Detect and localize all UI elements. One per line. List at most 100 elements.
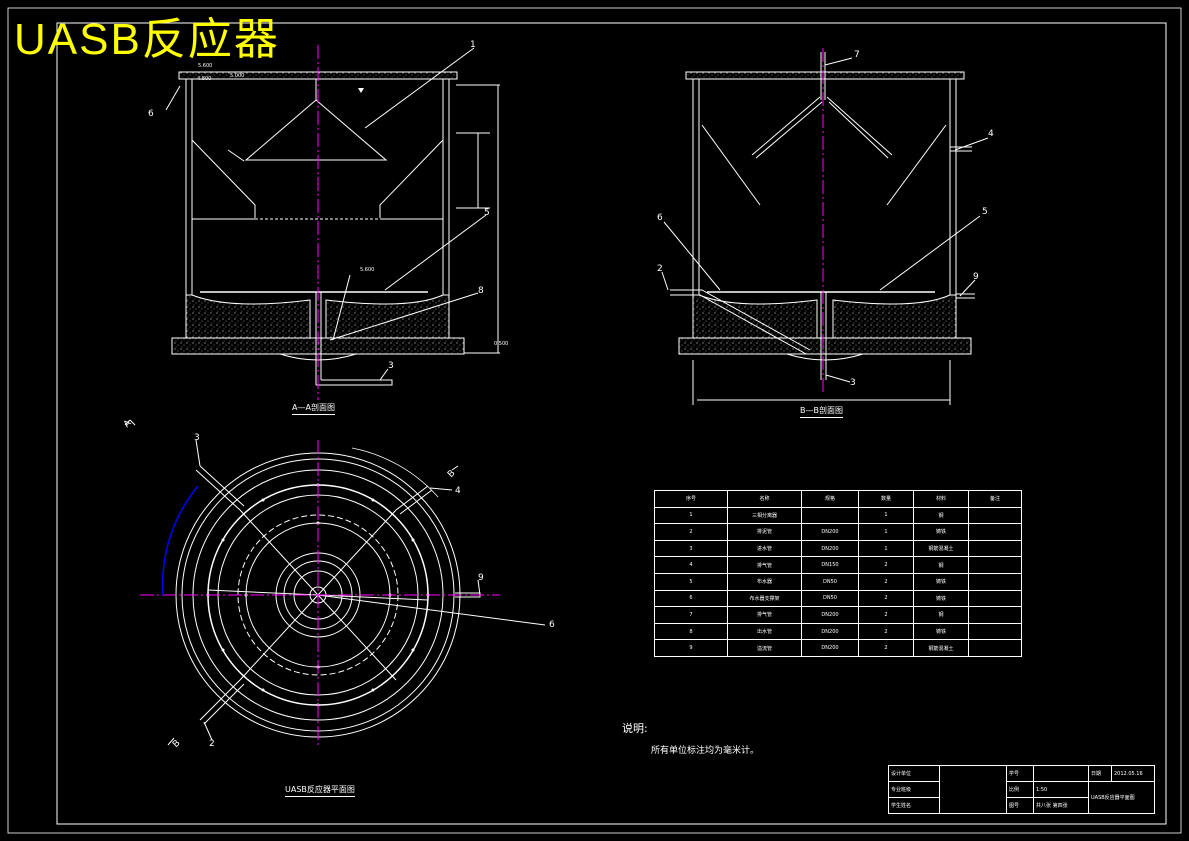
bom-cell: 1 [858, 523, 914, 541]
callout-b-5: 5 [982, 207, 988, 217]
bom-cell [968, 506, 1022, 525]
bom-cell: DN50 [801, 572, 859, 591]
bom-cell: 1 [858, 506, 914, 525]
three-phase-separator [244, 99, 388, 161]
callout-p-9: 9 [478, 573, 484, 583]
caption-section-b: B—B剖面图 [800, 405, 843, 418]
notes-text: 所有单位标注均为毫米计。 [651, 746, 760, 756]
bom-cell: 6 [654, 589, 728, 608]
bom-header-row: 序号 名称 规格 数量 材料 备注 [654, 490, 1022, 508]
plan-angle-dimension [161, 485, 199, 596]
tb-cell: 1:50 [1033, 781, 1089, 798]
bom-cell [968, 639, 1022, 657]
tb-cell: 共八张 第四张 [1033, 797, 1089, 814]
elev-pipe-label: 5.600 [360, 267, 375, 273]
outer-border [7, 7, 1182, 834]
bom-cell: DN50 [801, 589, 859, 608]
title-block-row: 学生姓名 图号 共八张 第四张 [888, 797, 1155, 814]
plan-view [175, 439, 546, 741]
callout-a-6: 6 [148, 109, 154, 119]
elev-water-label: 0.500 [494, 341, 509, 347]
callout-a-3: 3 [388, 361, 394, 371]
callout-a-5: 5 [484, 208, 490, 218]
callout-a-1: 1 [470, 40, 476, 50]
tb-cell: 学号 [1006, 765, 1034, 782]
tb-cell: 比例 [1006, 781, 1034, 798]
elev-a-label: 4.800 [197, 76, 212, 82]
bom-cell: 铸铁 [913, 523, 969, 541]
bom-cell: 4 [654, 556, 728, 574]
callout-b-6: 6 [657, 213, 663, 223]
tb-cell: 日期 [1088, 765, 1112, 782]
caption-section-a: A—A剖面图 [292, 402, 335, 415]
tb-cell: 学生姓名 [888, 797, 940, 814]
bom-cell [968, 589, 1022, 608]
bom-cell [968, 556, 1022, 574]
bom-cell: 钢 [913, 556, 969, 574]
elev-b-label: 5.000 [230, 73, 245, 79]
tb-cell [939, 765, 1007, 814]
bom-cell: 2 [858, 639, 914, 657]
section-a-view [165, 47, 500, 386]
bom-cell: 9 [654, 639, 728, 657]
tb-cell: 2012.05.16 [1111, 765, 1155, 782]
bom-cell: DN150 [801, 556, 859, 574]
callout-b-3: 3 [850, 378, 856, 388]
sludge-pipe [670, 289, 811, 355]
title-block: 设计单位 学号 日期 2012.05.16 专业班级 比例 1:50 UASB反… [888, 765, 1155, 814]
bom-cell: 2 [858, 606, 914, 624]
drawing-title: UASB反应器 [14, 15, 280, 64]
notes-heading: 说明: [622, 722, 648, 735]
bom-cell: 钢 [913, 506, 969, 525]
callout-b-9: 9 [973, 272, 979, 282]
bom-cell: 2 [858, 556, 914, 574]
bom-cell: 铸铁 [913, 572, 969, 591]
bom-cell: 7 [654, 606, 728, 624]
bom-cell: 1 [858, 539, 914, 558]
bom-cell: 3 [654, 539, 728, 558]
inner-border [56, 22, 1167, 825]
bom-cell: 钢筋混凝土 [913, 539, 969, 558]
bom-header-cell: 序号 [654, 490, 728, 508]
bom-cell: DN200 [801, 523, 859, 541]
bom-cell: 钢筋混凝土 [913, 639, 969, 657]
bom-cell [968, 523, 1022, 541]
elev-top-label: 5.600 [198, 63, 213, 69]
section-b-base-slab [678, 337, 972, 355]
bom-cell: 溢流管 [727, 639, 802, 657]
plan-holes [206, 483, 430, 707]
callout-p-2: 2 [209, 739, 215, 749]
bom-cell: DN200 [801, 639, 859, 657]
bom-cell: 排泥管 [727, 523, 802, 541]
bom-header-cell: 数量 [858, 490, 914, 508]
bom-cell: 三相分离器 [727, 506, 802, 525]
bom-cell [801, 506, 859, 525]
tb-cell: UASB反应器平面图 [1088, 781, 1155, 814]
bom-cell: 布水器 [727, 572, 802, 591]
bom-cell [968, 606, 1022, 624]
bom-cell: 铸铁 [913, 589, 969, 608]
section-b-hopper-left [692, 294, 818, 341]
bom-cell [968, 572, 1022, 591]
title-block-row: 设计单位 学号 日期 2012.05.16 [888, 765, 1155, 814]
bom-header-cell: 名称 [727, 490, 802, 508]
tb-cell: 设计单位 [888, 765, 940, 782]
tb-cell: 图号 [1006, 797, 1034, 814]
callout-p-3: 3 [194, 433, 200, 443]
callout-b-2: 2 [657, 264, 663, 274]
bom-cell: 进水管 [727, 539, 802, 558]
bom-cell: 排气管 [727, 606, 802, 624]
section-b-hopper-right [832, 294, 957, 341]
bom-cell: DN200 [801, 539, 859, 558]
tb-cell: 专业班级 [888, 781, 940, 798]
bom-cell [968, 539, 1022, 558]
bom-header-cell: 规格 [801, 490, 859, 508]
